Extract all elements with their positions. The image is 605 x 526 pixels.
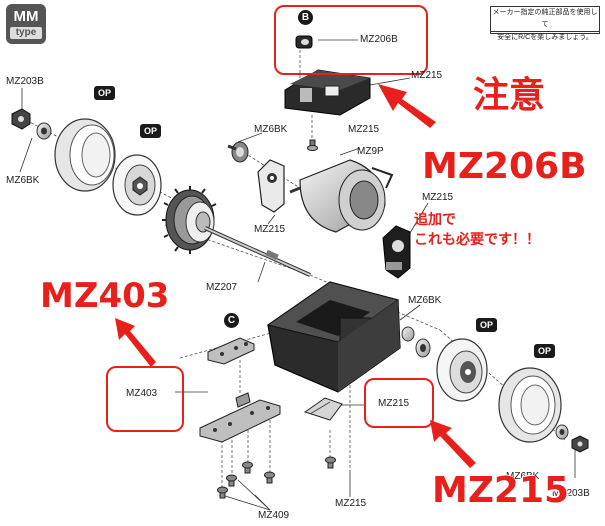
motor-mz9p [289,159,394,233]
highlight-box-mz215 [364,378,434,428]
type-text: type [10,27,42,39]
label-mz6bk-pinion: MZ6BK [254,124,288,135]
label-mz6bk-left: MZ6BK [6,175,40,186]
tire-right [498,367,562,443]
highlight-box-mz206b [274,5,428,75]
label-mz207: MZ207 [206,282,238,293]
highlight-box-mz403 [106,366,184,432]
plate-mz403-lower [199,392,281,443]
axle-mz207 [204,226,311,277]
op-badge-right-wheel: OP [476,318,498,332]
annotation-mz206b: MZ206B [422,146,587,187]
wheel-right [436,338,488,402]
label-mz409: MZ409 [258,510,290,521]
bearing-mz6bk-right [401,326,431,358]
annotation-extra-line-2: これも必要です！！ [414,232,540,248]
marker-c: C [224,313,239,328]
pinion-gear [227,141,249,163]
plate-mz403-upper [207,337,255,365]
annotation-mz215: MZ215 [432,470,570,511]
label-mz215-lower: MZ215 [378,398,410,409]
bearing-mz6bk-left [36,122,52,140]
label-mz215-screw: MZ215 [348,124,380,135]
label-mz215-upper: MZ215 [411,70,443,81]
tire-left [54,118,116,192]
motor-bracket-left [257,159,285,213]
label-mz206b: MZ206B [360,34,398,45]
main-chassis [266,281,401,393]
label-mz6bk-bottom: MZ6BK [506,471,540,482]
nut-mz203b-left [11,108,31,130]
label-mz203b-right: MZ203B [552,488,590,499]
label-mz215-bottom: MZ215 [335,498,367,509]
screw-upper [307,139,318,151]
motor-bracket-right [382,225,411,279]
notice-line-1: メーカー指定の純正部品を使用して [492,9,598,28]
red-arrows [115,84,476,468]
wheel-left [112,154,162,216]
label-mz203b-left: MZ203B [6,76,44,87]
annotation-extra-line-1: 追加で [414,212,456,228]
upper-chassis-bracket [284,69,371,116]
notice-box: メーカー指定の純正部品を使用して 安全にR/Cを楽しみましょう。 [490,6,600,41]
label-mz6bk-right: MZ6BK [408,295,442,306]
spur-gear [162,186,217,254]
part-mz215-lower [303,397,343,421]
mm-type-badge: MM type [6,4,46,44]
marker-b: B [298,10,313,25]
label-mz403: MZ403 [126,388,158,399]
op-badge-right-tire: OP [534,344,556,358]
part-mz206b [295,35,313,49]
screws-mz409 [217,456,336,499]
mm-text: MM [13,8,39,25]
notice-line-2: 安全にR/Cを楽しみましょう。 [491,31,599,44]
label-mz9p: MZ9P [357,146,384,157]
op-badge-left-wheel: OP [140,124,162,138]
label-mz215-bracket-right: MZ215 [422,192,454,203]
label-mz215-bracket-left: MZ215 [254,224,286,235]
bearing-nut-right [555,424,589,453]
op-badge-left-tire: OP [94,86,116,100]
annotation-caution: 注意 [473,75,546,116]
annotation-mz403: MZ403 [40,276,170,316]
